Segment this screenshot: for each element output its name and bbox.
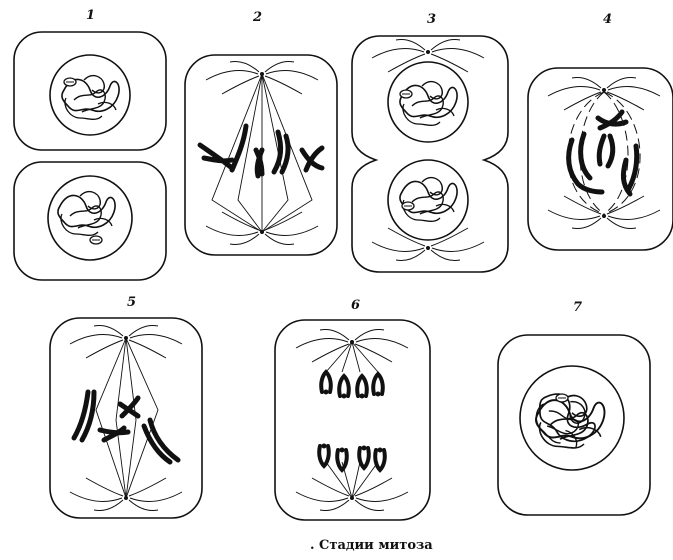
cell-6-spindle — [326, 342, 378, 498]
cell-3-chromatin-top — [400, 82, 457, 126]
cell-1-nucleolus-bottom — [90, 236, 102, 244]
cell-5-chromosomes — [74, 392, 178, 462]
cell-1-membrane-bottom — [14, 162, 166, 280]
cell-4 — [528, 68, 673, 250]
cell-1-chromatin-bottom — [58, 192, 115, 236]
cell-3-chromatin-bottom — [400, 178, 457, 222]
cell-3-aster-top — [372, 39, 484, 72]
cell-7-nucleolus — [556, 394, 568, 402]
cell-1 — [14, 32, 166, 280]
cell-2 — [185, 55, 337, 255]
cell-5-membrane — [50, 318, 202, 518]
cell-4-aster-top — [548, 77, 660, 110]
cell-2-chromosomes — [200, 126, 322, 176]
cell-6-membrane — [275, 320, 430, 520]
cell-5-aster-bottom — [70, 478, 182, 511]
cell-3-nucleolus-bottom — [402, 202, 414, 210]
cell-3 — [352, 36, 508, 272]
cell-6-aster-bottom — [296, 478, 408, 511]
cell-3-aster-bottom — [372, 228, 484, 261]
cell-6-aster-top — [296, 329, 408, 362]
cell-5-aster-top — [70, 325, 182, 358]
cell-1-nucleolus-top — [64, 78, 76, 86]
figure-caption: . Стадии митоза — [310, 538, 433, 553]
cell-6 — [275, 320, 430, 520]
cell-4-aster-bottom — [548, 196, 660, 229]
cell-3-membrane — [352, 36, 508, 272]
cell-3-nucleolus-top — [400, 90, 412, 98]
cell-7 — [498, 335, 650, 515]
cell-5 — [50, 318, 202, 518]
cell-4-chromosomes — [569, 112, 637, 194]
cell-6-chromosomes-top — [321, 372, 383, 399]
